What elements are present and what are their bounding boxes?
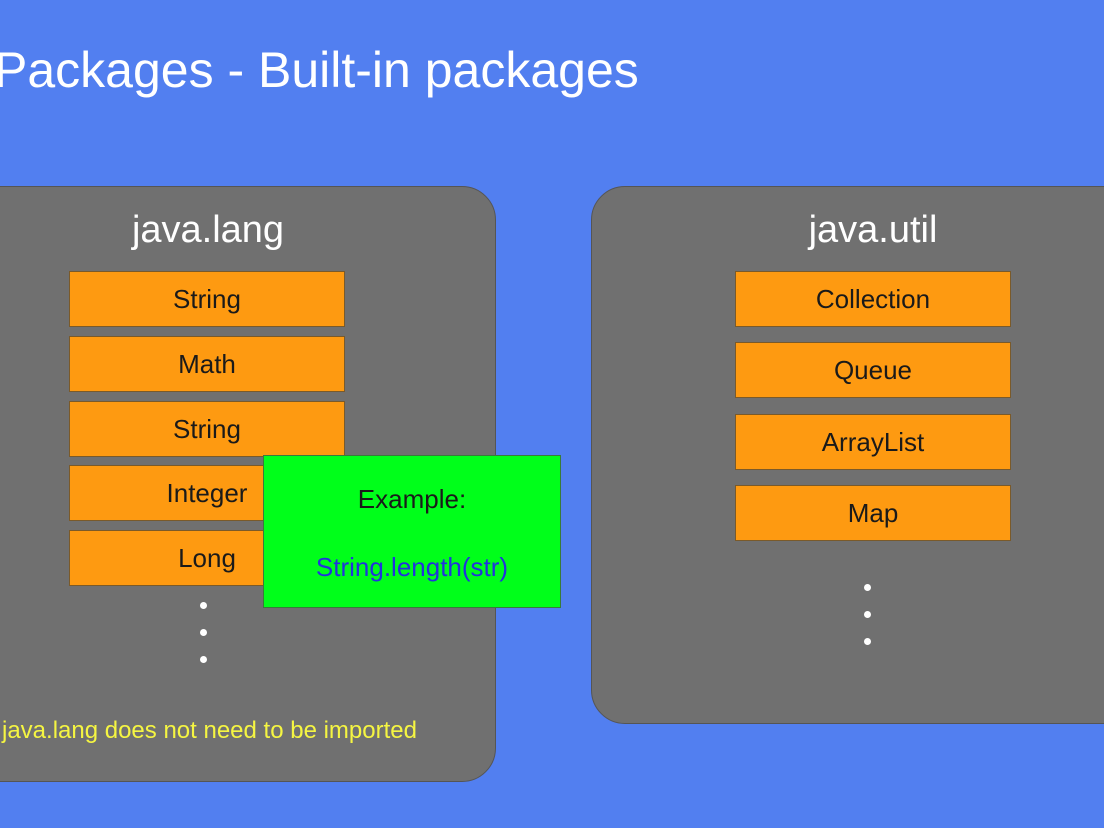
slide-title: Packages - Built-in packages xyxy=(0,42,639,98)
ellipsis-dot xyxy=(199,656,207,663)
example-callout: Example: String.length(str) xyxy=(263,455,561,608)
ellipsis-dot xyxy=(863,611,871,618)
java-lang-import-note: java.lang does not need to be imported xyxy=(2,717,417,744)
ellipsis-dot xyxy=(863,584,871,591)
java-lang-class-string-2: String xyxy=(69,401,345,457)
java-util-title: java.util xyxy=(808,209,938,251)
java-util-class-queue: Queue xyxy=(735,342,1011,398)
java-lang-class-string: String xyxy=(69,271,345,327)
ellipsis-dot xyxy=(863,638,871,645)
java-util-class-arraylist: ArrayList xyxy=(735,414,1011,470)
java-util-class-collection: Collection xyxy=(735,271,1011,327)
java-lang-title: java.lang xyxy=(131,209,285,251)
java-lang-class-math: Math xyxy=(69,336,345,392)
example-label: Example: xyxy=(357,484,467,514)
ellipsis-dot xyxy=(199,602,207,609)
java-util-ellipsis xyxy=(861,584,873,665)
example-code: String.length(str) xyxy=(315,552,509,582)
java-lang-ellipsis xyxy=(197,602,209,683)
java-util-class-map: Map xyxy=(735,485,1011,541)
ellipsis-dot xyxy=(199,629,207,636)
